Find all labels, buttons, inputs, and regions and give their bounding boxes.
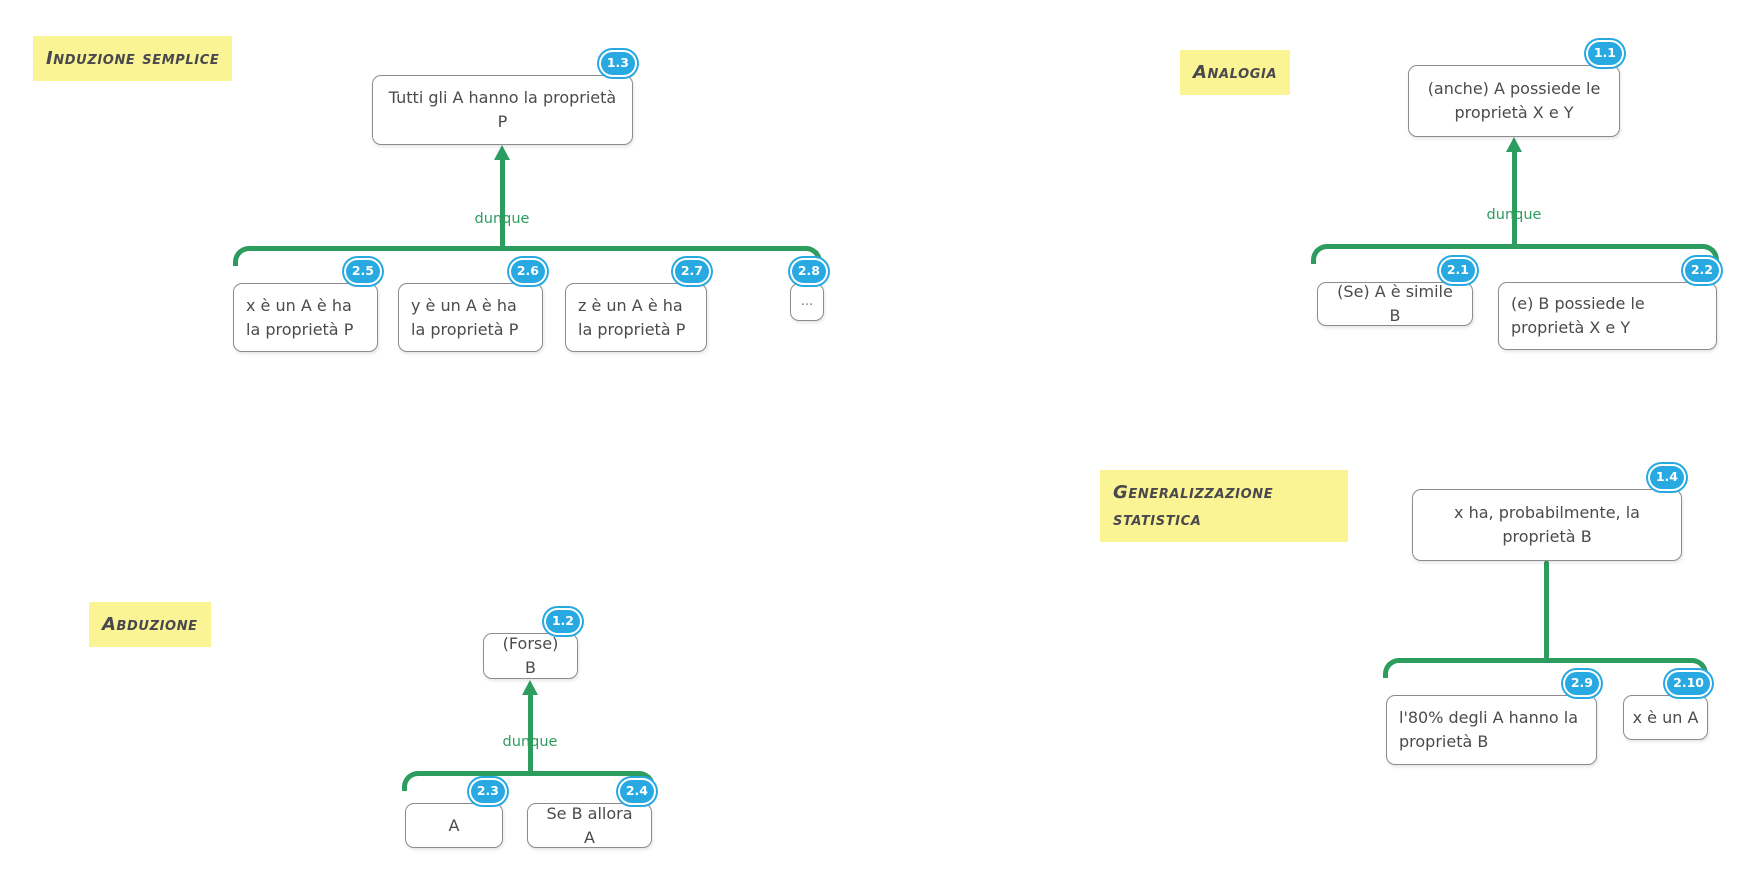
arrow-up-icon [522, 680, 538, 695]
claim-box-1-1[interactable]: 1.1 (anche) A possiede le proprietà X e … [1408, 42, 1622, 137]
claim-box-2-7[interactable]: 2.7 z è un A è ha la proprietà P [565, 260, 709, 352]
connector-line [528, 694, 533, 772]
scheme-title-note-induzione[interactable]: Induzione semplice [33, 36, 233, 81]
claim-box-2-9[interactable]: 2.9 l'80% degli A hanno la proprietà B [1386, 672, 1599, 765]
scheme-title-text: Induzione semplice [46, 48, 220, 69]
scheme-title-note-analogia[interactable]: Analogia [1180, 50, 1291, 95]
claim-badge-2-3: 2.3 [470, 780, 505, 803]
claim-text: Tutti gli A hanno la proprietà P [388, 88, 617, 131]
claim-badge-2-4: 2.4 [619, 780, 654, 803]
claim-badge-1-4: 1.4 [1649, 466, 1684, 489]
claim-text: x è un A è ha la proprietà P [246, 295, 354, 339]
claim-badge-2-8: 2.8 [791, 260, 826, 283]
claim-text: x è un A [1632, 707, 1699, 727]
connector-line [1512, 151, 1517, 245]
claim-text: (e) B possiede le proprietà X e Y [1511, 294, 1645, 337]
claim-badge-2-10: 2.10 [1667, 672, 1710, 695]
scheme-title-text: Abduzione [102, 614, 198, 635]
claim-text: A [448, 815, 460, 835]
claim-box-2-3[interactable]: 2.3 A [405, 780, 505, 848]
claim-badge-2-9: 2.9 [1564, 672, 1599, 695]
claim-badge-2-2: 2.2 [1684, 259, 1719, 282]
claim-badge-1-1: 1.1 [1587, 42, 1622, 65]
claim-badge-2-5: 2.5 [345, 260, 380, 283]
claim-badge-2-7: 2.7 [674, 260, 709, 283]
claim-box-2-5[interactable]: 2.5 x è un A è ha la proprietà P [233, 260, 380, 352]
claim-box-1-4[interactable]: 1.4 x ha, probabilmente, la proprietà B [1412, 466, 1684, 561]
grouping-bracket [402, 771, 655, 791]
therefore-label: dunque [474, 211, 530, 227]
arrow-up-icon [494, 145, 510, 160]
claim-text: Se B allora A [546, 803, 633, 847]
scheme-title-note-generalizzazione[interactable]: Generalizzazione statistica [1100, 470, 1348, 542]
claim-text: ... [800, 294, 814, 309]
scheme-title-note-abduzione[interactable]: Abduzione [89, 602, 211, 647]
claim-text: x ha, probabilmente, la proprietà B [1454, 503, 1640, 546]
claim-text: (Forse) B [502, 634, 559, 677]
claim-badge-1-3: 1.3 [600, 52, 635, 75]
connector-line [1544, 561, 1549, 659]
claim-text: y è un A è ha la proprietà P [411, 295, 519, 339]
arrow-up-icon [1506, 137, 1522, 152]
scheme-title-text: Analogia [1193, 62, 1278, 83]
claim-badge-2-1: 2.1 [1440, 259, 1475, 282]
claim-box-2-4[interactable]: 2.4 Se B allora A [527, 780, 654, 848]
grouping-bracket [1383, 658, 1708, 678]
therefore-label: dunque [502, 734, 558, 750]
grouping-bracket [1311, 244, 1719, 264]
claim-box-2-1[interactable]: 2.1 (Se) A è simile B [1317, 259, 1475, 326]
connector-line [500, 159, 505, 247]
claim-box-2-2[interactable]: 2.2 (e) B possiede le proprietà X e Y [1498, 259, 1719, 350]
claim-badge-1-2: 1.2 [545, 610, 580, 633]
claim-text: (anche) A possiede le proprietà X e Y [1427, 79, 1601, 122]
claim-badge-2-6: 2.6 [510, 260, 545, 283]
claim-box-2-8[interactable]: 2.8 ... [790, 260, 826, 321]
claim-text: z è un A è ha la proprietà P [578, 295, 686, 339]
claim-box-1-3[interactable]: 1.3 Tutti gli A hanno la proprietà P [372, 52, 635, 145]
claim-box-2-6[interactable]: 2.6 y è un A è ha la proprietà P [398, 260, 545, 352]
claim-text: l'80% degli A hanno la proprietà B [1399, 708, 1579, 751]
therefore-label: dunque [1486, 207, 1542, 223]
scheme-title-text: Generalizzazione statistica [1113, 482, 1274, 530]
claim-box-2-10[interactable]: 2.10 x è un A [1623, 672, 1710, 740]
claim-box-1-2[interactable]: 1.2 (Forse) B [483, 610, 580, 679]
claim-text: (Se) A è simile B [1337, 282, 1453, 325]
grouping-bracket [233, 246, 822, 266]
